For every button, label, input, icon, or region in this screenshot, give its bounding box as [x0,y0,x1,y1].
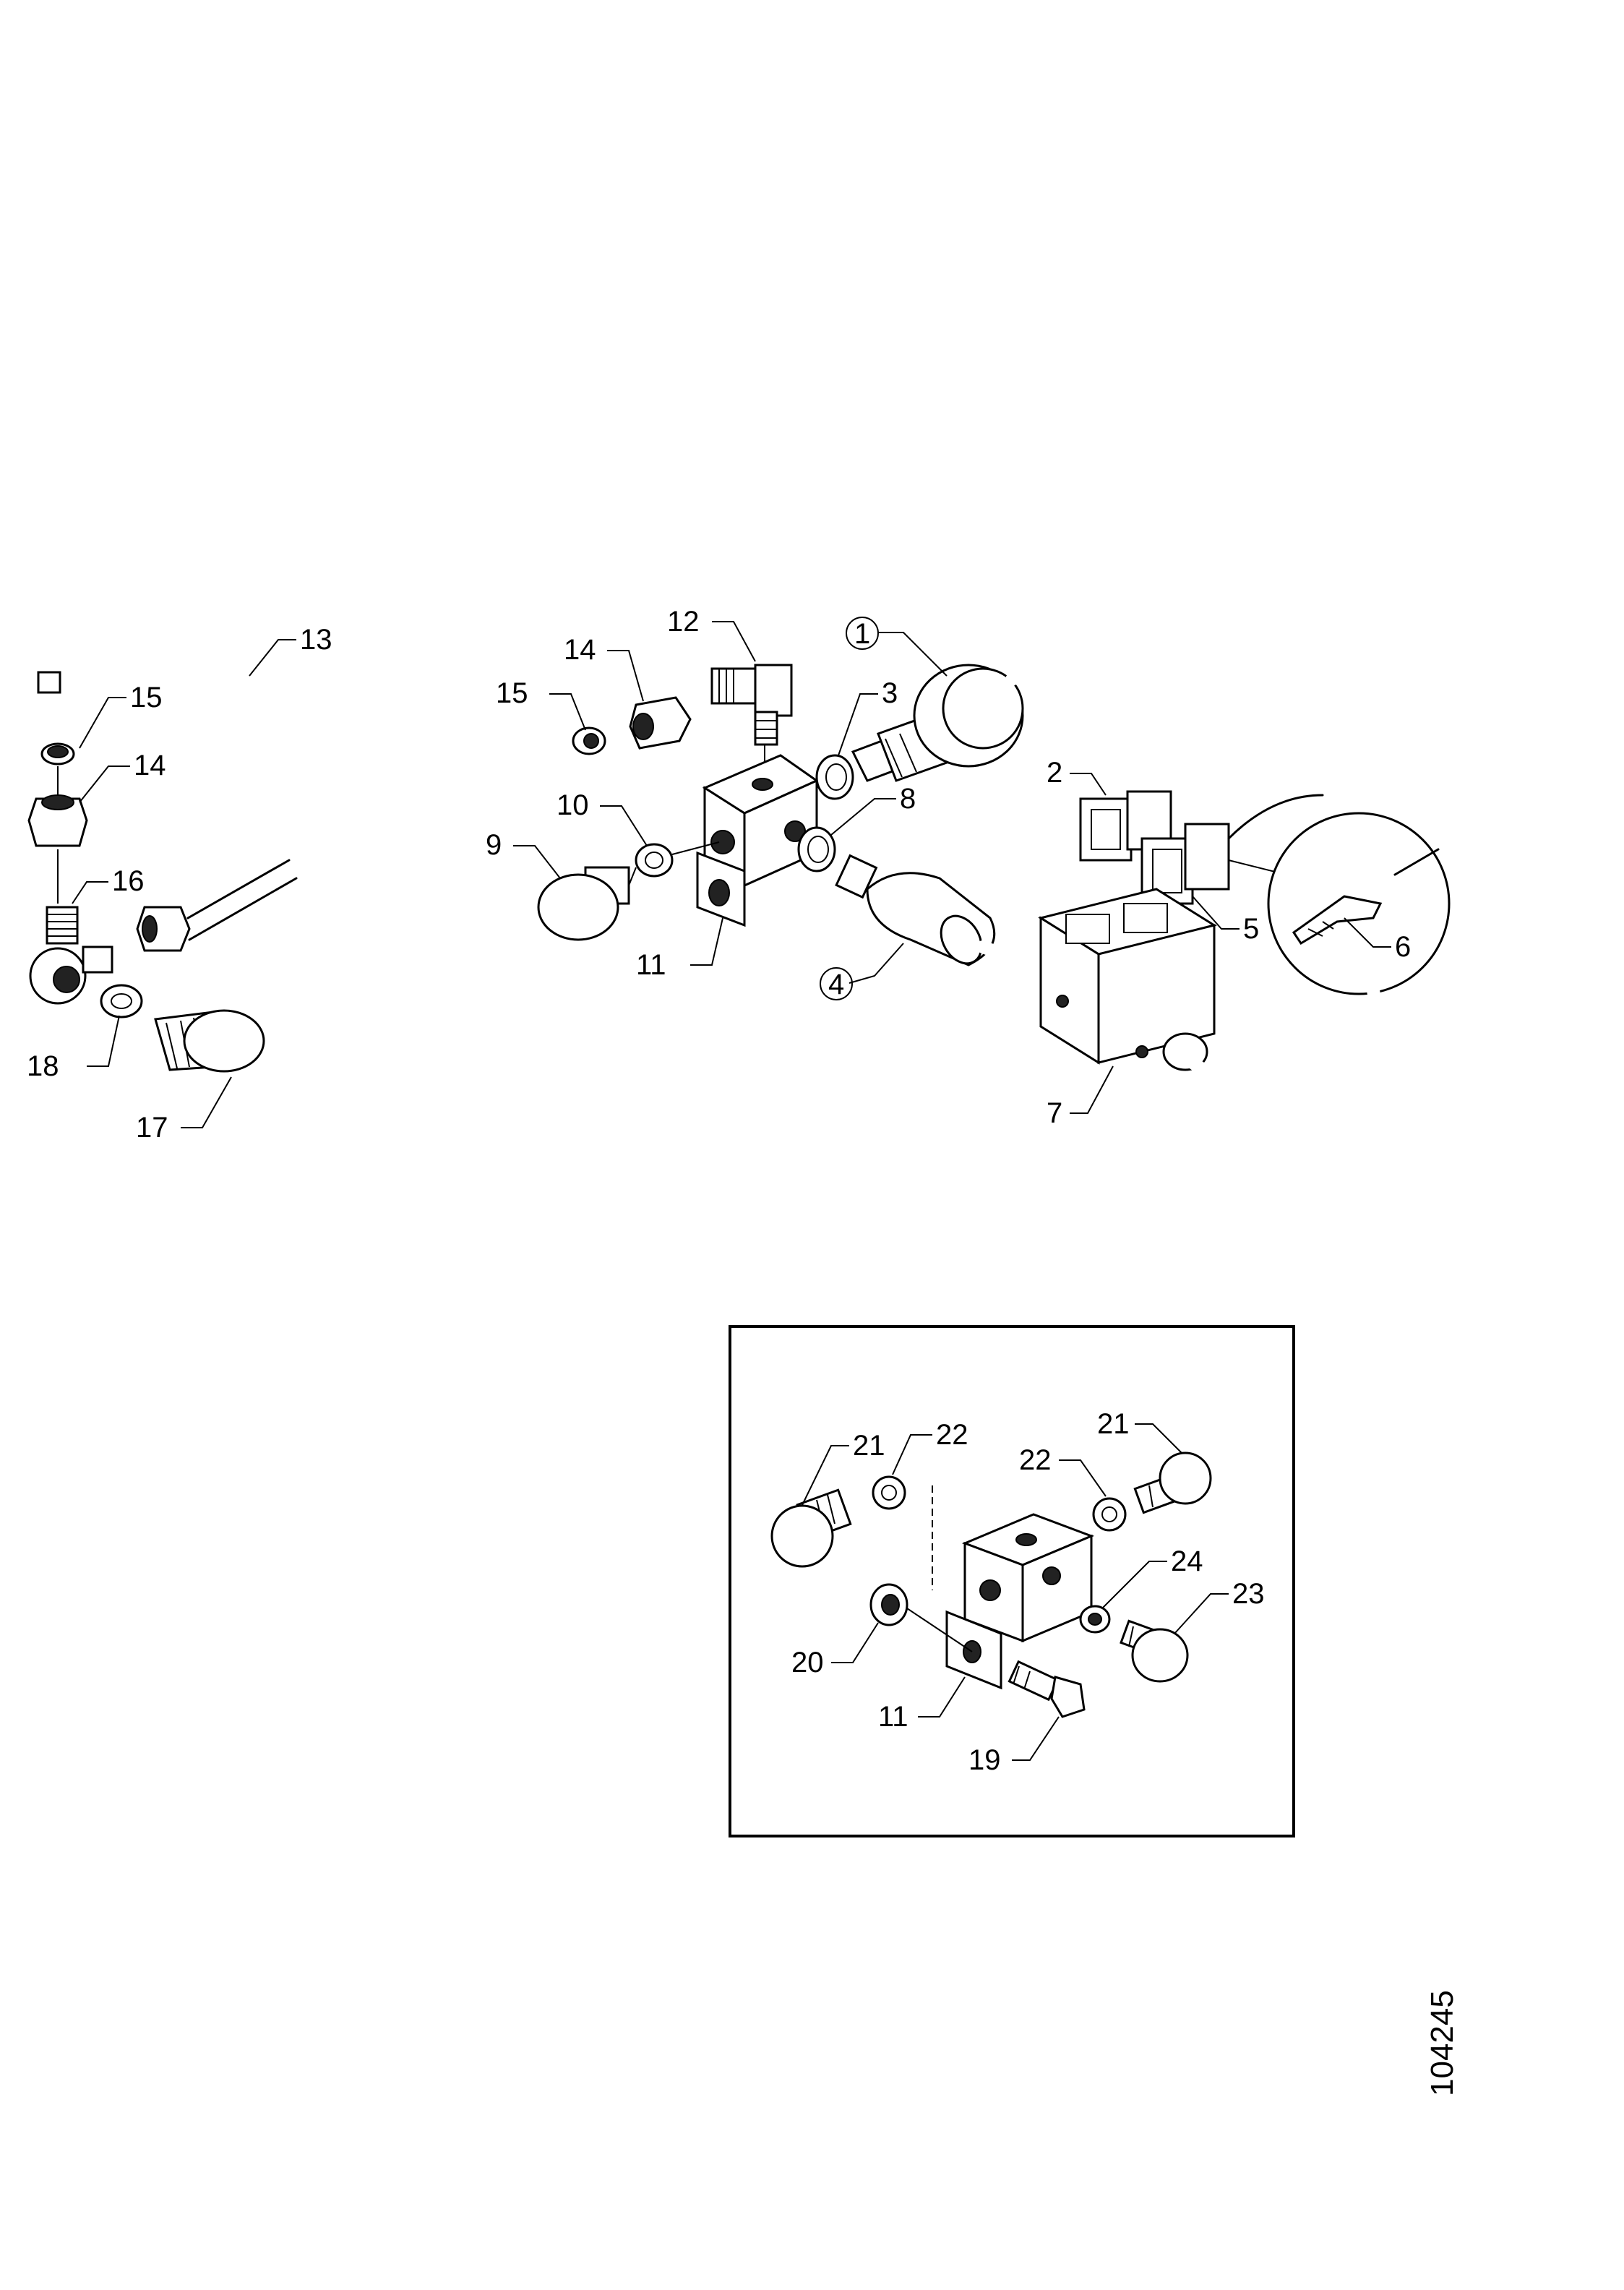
inset-part-21-bolt-right [1133,1451,1212,1514]
label-11: 11 [636,949,666,981]
inset-part-21-bolt-left [770,1488,852,1568]
label-13: 13 [300,624,332,656]
label-15-left: 15 [130,682,163,713]
leader-lines-main [72,617,1391,1128]
label-18: 18 [27,1050,59,1082]
inset-part-22-washer-right [1092,1497,1127,1532]
inset-part-22-washer-left [872,1475,906,1510]
inset-label-22-right: 22 [1019,1444,1052,1476]
label-4: 4 [828,969,844,1000]
label-15-center: 15 [496,677,528,709]
part-15-olive-left [40,742,75,766]
part-14-nut-left [27,794,88,847]
part-14-nut-center [629,696,692,750]
leader-lines-inset [802,1423,1229,1761]
part-9-plug-bolt [537,866,630,941]
part-14-nut-horizontal [136,906,191,952]
label-7: 7 [1047,1097,1062,1129]
part-4-sensor [835,854,996,966]
inset-label-20: 20 [791,1647,824,1678]
inset-part-11-bracket [945,1610,1002,1690]
inset-label-22-left: 22 [936,1419,968,1451]
part-3-seal [815,754,854,800]
inset-label-11: 11 [878,1701,908,1733]
label-14-center: 14 [564,634,596,666]
label-2: 2 [1047,757,1062,789]
label-1: 1 [854,618,870,650]
inset-label-21-right: 21 [1097,1408,1130,1440]
part-7-holder [1038,888,1217,1071]
label-16: 16 [112,865,145,897]
part-8-seal [797,826,836,872]
inset-part-23-bolt [1120,1619,1189,1683]
label-5: 5 [1243,913,1259,945]
inset-label-21-left: 21 [853,1430,885,1462]
part-10-washer [635,843,674,878]
inset-part-24-washer [1079,1605,1111,1634]
inset-part-block [961,1513,1095,1643]
part-13-pipe [37,594,556,798]
part-16-banjo-fitting [29,906,113,1005]
inset-label-24: 24 [1171,1545,1203,1577]
holder-cable [1186,984,1383,1109]
label-14-left: 14 [134,750,166,781]
part-11-bracket [696,851,746,927]
inset-label-23: 23 [1232,1578,1265,1610]
label-17: 17 [136,1112,168,1144]
label-6: 6 [1395,931,1411,963]
part-17-banjo-bolt [154,1009,265,1073]
label-10: 10 [557,789,589,821]
label-8: 8 [900,783,916,815]
inset-part-19-screw [1008,1660,1086,1718]
part-block-center [702,754,820,888]
part-1-pressure-sensor [851,664,1024,782]
label-12: 12 [667,606,700,638]
part-15-olive-center [572,726,606,755]
part-2-connector [1079,790,1172,862]
inset-part-20-spacer [869,1583,908,1626]
inset-label-19: 19 [968,1744,1001,1776]
figure-number: 104245 [1425,1990,1460,2096]
sensor-1-cable [1005,621,1282,831]
label-9: 9 [486,829,502,861]
inset-frame [729,1325,1295,1837]
part-12-elbow-fitting [710,664,793,746]
part-6-terminal-detail [1267,812,1451,995]
part-18-washer [100,984,143,1019]
label-3: 3 [882,677,898,709]
